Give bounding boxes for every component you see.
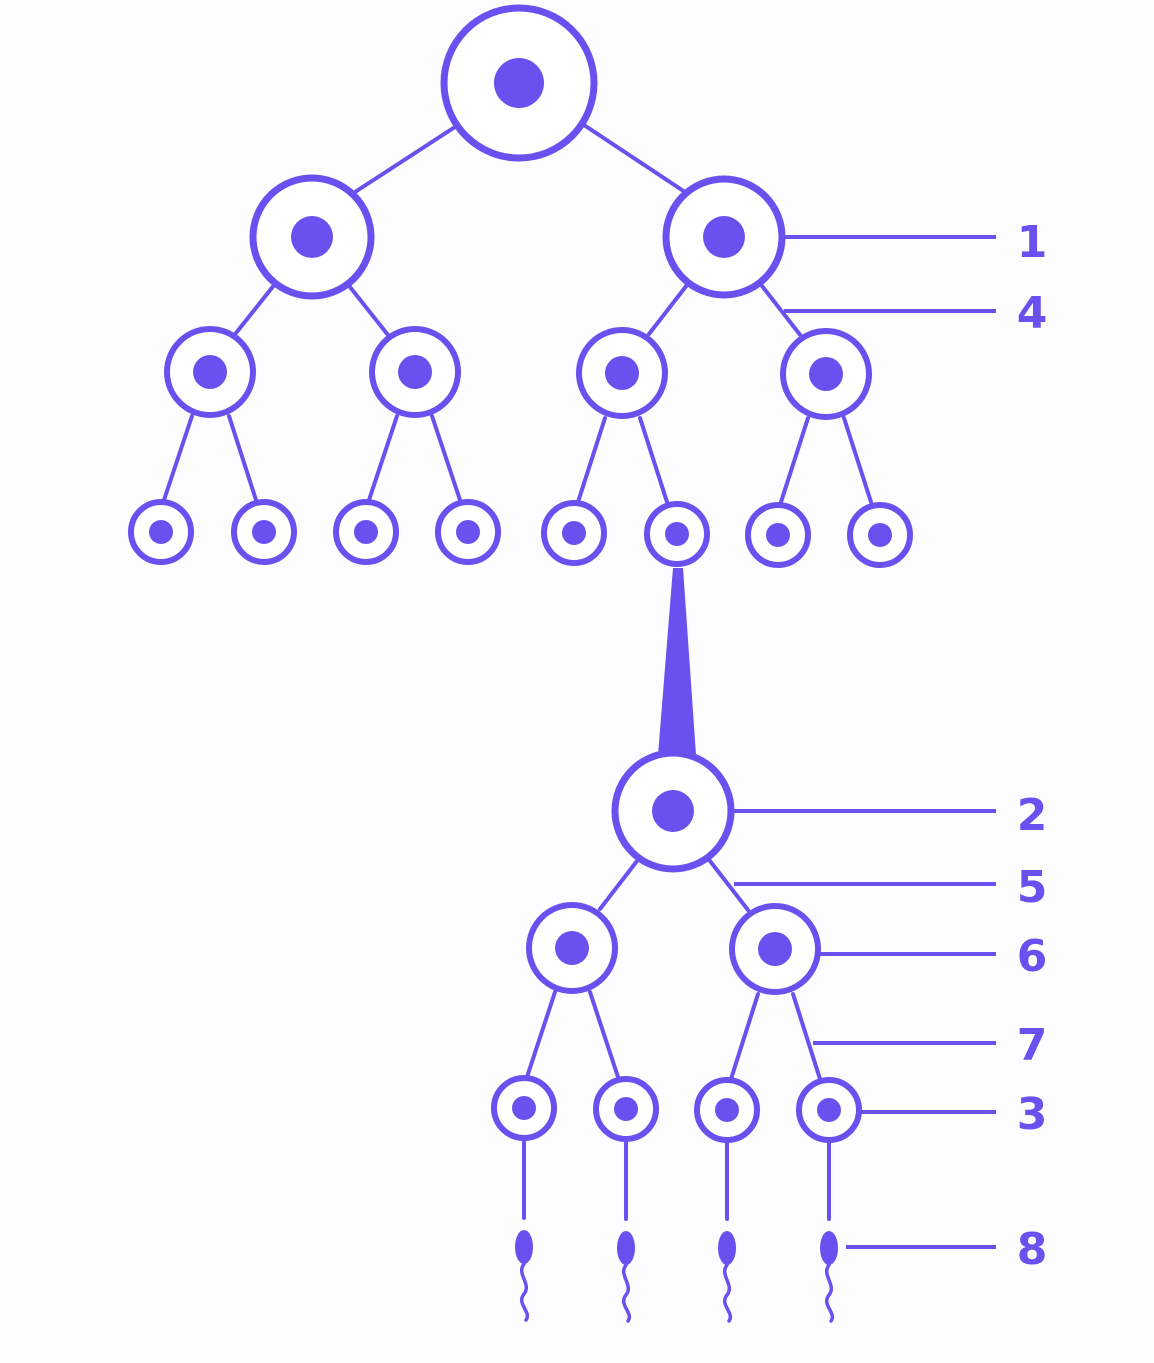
label-3: 3 xyxy=(1017,1089,1048,1140)
cell-l3-4 xyxy=(435,499,501,565)
cell-spermatid-4 xyxy=(796,1077,862,1143)
cell-spermatid-3 xyxy=(694,1077,760,1143)
sperm-icon xyxy=(718,1231,736,1323)
selection-wedge xyxy=(658,568,696,755)
label-5: 5 xyxy=(1017,862,1048,913)
callout-lines xyxy=(709,235,996,1249)
cell-l2-1 xyxy=(164,326,256,418)
cell-l2-3 xyxy=(576,327,668,419)
cell-l3-7 xyxy=(745,502,811,568)
cell-spermatid-2 xyxy=(593,1076,659,1142)
cell-l2-2 xyxy=(369,326,461,418)
cell-primary-spermatocyte xyxy=(611,749,735,873)
cell-spermatid-1 xyxy=(491,1075,557,1141)
upper-tree-connectors xyxy=(162,123,873,504)
cell-l3-6-selected xyxy=(644,501,710,567)
cell-l3-8 xyxy=(847,502,913,568)
sperm-cells xyxy=(515,1230,838,1323)
label-7: 7 xyxy=(1017,1020,1048,1071)
cell-secondary-spermatocytes xyxy=(526,902,821,995)
cell-spermatogonium-root xyxy=(440,4,598,162)
label-8: 8 xyxy=(1017,1224,1048,1275)
cell-level-0 xyxy=(440,4,598,162)
label-6: 6 xyxy=(1017,931,1048,982)
cell-level-3 xyxy=(128,499,913,568)
cell-l3-2 xyxy=(231,499,297,565)
labels: 1 4 2 5 6 7 3 8 xyxy=(1017,217,1048,1275)
lower-tree-connectors xyxy=(522,859,831,1221)
label-4: 4 xyxy=(1017,288,1048,339)
cell-spermatogonium-left xyxy=(249,174,375,300)
cell-level-2 xyxy=(164,326,872,420)
cell-l3-5 xyxy=(541,500,607,566)
label-2: 2 xyxy=(1017,790,1048,841)
sperm-icon xyxy=(617,1231,635,1323)
cell-l2-4 xyxy=(780,328,872,420)
sperm-icon xyxy=(820,1231,838,1323)
cell-spermatogonium-right xyxy=(662,175,786,299)
cell-level-1 xyxy=(249,174,786,300)
cell-l3-3 xyxy=(333,499,399,565)
cell-spermatids xyxy=(491,1075,862,1143)
cell-secondary-right xyxy=(729,903,821,995)
cell-secondary-left xyxy=(526,902,618,994)
sperm-icon xyxy=(515,1230,533,1322)
label-1: 1 xyxy=(1017,217,1048,268)
cell-l3-1 xyxy=(128,499,194,565)
